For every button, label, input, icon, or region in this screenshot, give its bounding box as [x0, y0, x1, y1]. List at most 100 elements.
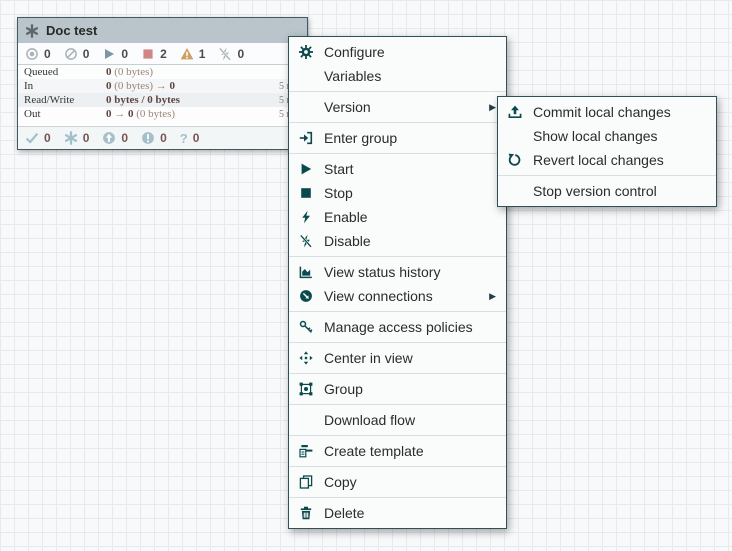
stat-value: 0 (0 bytes): [106, 66, 154, 78]
process-group-header[interactable]: Doc test: [18, 18, 307, 43]
menu-section: Enter group: [289, 123, 506, 153]
icon-spacer: [507, 183, 523, 199]
menu-separator: [289, 153, 506, 154]
menu-item-label: Configure: [324, 44, 385, 60]
menu-separator: [289, 373, 506, 374]
menu-item-stop[interactable]: Stop: [289, 181, 506, 205]
disabled-state: 0: [218, 47, 244, 61]
menu-item-label: Create template: [324, 443, 424, 459]
state-count: 0: [82, 46, 90, 61]
menu-item-label: Commit local changes: [533, 104, 671, 120]
running-icon: [102, 47, 116, 61]
menu-item-show-local-changes[interactable]: Show local changes: [498, 124, 716, 148]
stop-icon: [298, 185, 314, 201]
icon-spacer: [507, 128, 523, 144]
transmitting-state: 0: [25, 47, 51, 61]
enter-group-icon: [298, 130, 314, 146]
locally-modified-icon: [64, 131, 78, 145]
key-icon: [298, 319, 314, 335]
menu-item-label: Stop version control: [533, 183, 657, 199]
menu-item-commit-local-changes[interactable]: Commit local changes: [498, 100, 716, 124]
menu-item-label: Copy: [324, 474, 357, 490]
stat-value: 0 (0 bytes) → 0: [106, 80, 176, 92]
menu-item-disable[interactable]: Disable: [289, 229, 506, 253]
undo-icon: [507, 152, 523, 168]
menu-item-manage-access-policies[interactable]: Manage access policies: [289, 315, 506, 339]
stopped-state: 2: [141, 47, 167, 61]
menu-item-label: Download flow: [324, 412, 416, 428]
stat-value: 0 bytes / 0 bytes: [106, 94, 180, 106]
menu-section: Center in view: [289, 343, 506, 373]
group-icon: [298, 381, 314, 397]
stopped-icon: [141, 47, 155, 61]
menu-item-label: Start: [324, 161, 354, 177]
upload-icon: [507, 104, 523, 120]
menu-item-start[interactable]: Start: [289, 157, 506, 181]
copy-icon: [298, 474, 314, 490]
stale-state: 0: [102, 131, 128, 145]
menu-separator: [289, 466, 506, 467]
menu-item-download-flow[interactable]: Download flow: [289, 408, 506, 432]
trash-icon: [298, 505, 314, 521]
menu-item-label: Center in view: [324, 350, 413, 366]
menu-item-label: Revert local changes: [533, 152, 664, 168]
menu-item-version[interactable]: Version ▶: [289, 95, 506, 119]
menu-section: Create template: [289, 436, 506, 466]
menu-separator: [289, 342, 506, 343]
menu-item-revert-local-changes[interactable]: Revert local changes: [498, 148, 716, 172]
sync-failure-icon: ?: [179, 130, 188, 146]
menu-item-label: Manage access policies: [324, 319, 473, 335]
state-count: 0: [44, 46, 51, 61]
menu-item-copy[interactable]: Copy: [289, 470, 506, 494]
stat-value: 0 → 0 (0 bytes): [106, 108, 176, 120]
menu-item-view-status-history[interactable]: View status history: [289, 260, 506, 284]
menu-separator: [498, 175, 716, 176]
menu-item-enter-group[interactable]: Enter group: [289, 126, 506, 150]
invalid-state: 1: [180, 46, 206, 61]
play-icon: [298, 161, 314, 177]
disabled-icon: [218, 47, 232, 61]
menu-item-label: Stop: [324, 185, 353, 201]
icon-spacer: [298, 99, 314, 115]
menu-item-label: Show local changes: [533, 128, 658, 144]
menu-item-create-template[interactable]: Create template: [289, 439, 506, 463]
menu-section: Stop version control: [498, 176, 716, 206]
menu-item-center-in-view[interactable]: Center in view: [289, 346, 506, 370]
menu-section: Group: [289, 374, 506, 404]
sync-failure-state: ?0: [180, 131, 200, 146]
menu-item-label: Variables: [324, 68, 382, 84]
menu-separator: [289, 404, 506, 405]
menu-item-stop-version-control[interactable]: Stop version control: [498, 179, 716, 203]
submenu-arrow-icon: ▶: [489, 101, 496, 112]
menu-item-configure[interactable]: Configure: [289, 40, 506, 64]
menu-item-delete[interactable]: Delete: [289, 501, 506, 525]
menu-item-view-connections[interactable]: View connections▶: [289, 284, 506, 308]
menu-separator: [289, 435, 506, 436]
locally-modified-state: 0: [64, 131, 90, 145]
menu-item-group[interactable]: Group: [289, 377, 506, 401]
state-count: 1: [198, 46, 206, 61]
bolt-icon: [298, 209, 314, 225]
menu-item-label: Group: [324, 381, 363, 397]
crosshairs-icon: [298, 350, 314, 366]
running-state: 0: [102, 47, 128, 61]
menu-item-enable[interactable]: Enable: [289, 205, 506, 229]
menu-separator: [289, 256, 506, 257]
state-count: 0: [82, 131, 90, 145]
locally-modified-stale-icon: [141, 131, 155, 145]
menu-section: Version ▶: [289, 92, 506, 122]
up-to-date-icon: [25, 131, 39, 145]
menu-item-label: Version: [324, 99, 371, 115]
state-count: 0: [160, 131, 167, 145]
invalid-icon: [180, 47, 194, 61]
menu-item-variables[interactable]: Variables: [289, 64, 506, 88]
